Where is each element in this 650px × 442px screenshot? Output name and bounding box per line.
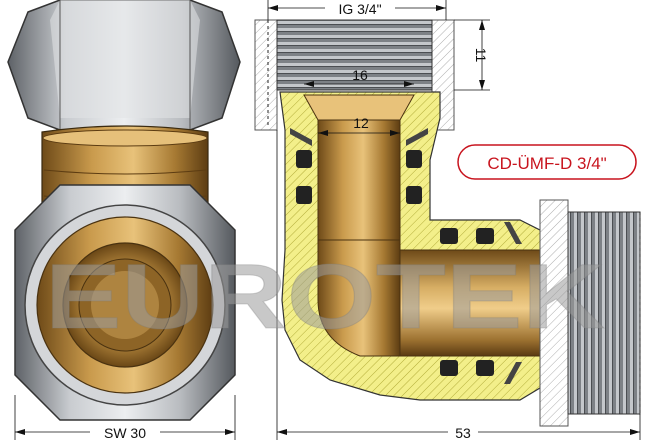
dimension-bore-inner: 12 — [318, 115, 400, 136]
dimension-sw30: SW 30 — [14, 395, 236, 441]
width-across-flats-label: SW 30 — [104, 425, 146, 441]
thread-depth-label: 11 — [473, 48, 489, 63]
side-external-thread — [567, 211, 641, 415]
thread-top-label: IG 3/4" — [338, 1, 381, 17]
product-code-label: CD-ÜMF-D 3/4" — [487, 154, 606, 173]
watermark-text: EUROTEK — [45, 246, 605, 348]
front-view — [7, 0, 241, 421]
bore-inner-label: 12 — [353, 115, 369, 131]
bore-outer-label: 16 — [352, 67, 368, 83]
o-rings-horizontal — [440, 222, 522, 384]
o-rings-vertical — [290, 128, 428, 204]
overall-length-label: 53 — [455, 425, 471, 441]
dimension-bore-outer: 16 — [304, 67, 414, 87]
dimension-thread-depth: 11 — [454, 19, 490, 91]
dimension-thread-top: IG 3/4" — [267, 0, 447, 20]
dimension-overall-length: 53 — [276, 130, 641, 441]
product-code-tag: CD-ÜMF-D 3/4" — [457, 144, 637, 180]
top-internal-thread — [276, 19, 433, 91]
section-view — [254, 19, 641, 427]
